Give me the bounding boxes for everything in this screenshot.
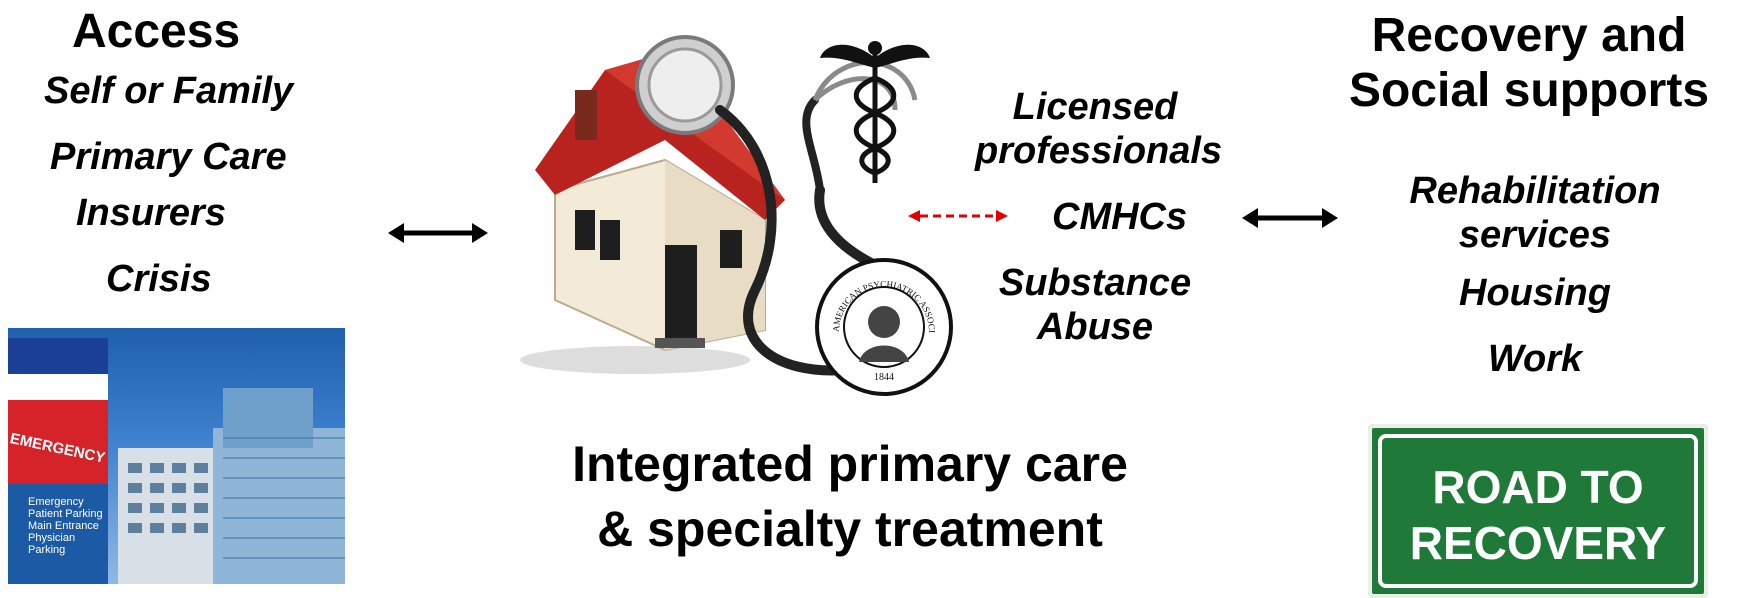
double-arrow-right-icon	[1242, 208, 1338, 228]
hospital-illustration	[8, 338, 345, 584]
recovery-title-line1: Recovery and	[1371, 9, 1687, 62]
apa-seal-graphic: AMERICAN PSYCHIATRIC ASSOCIATION 1844	[816, 254, 937, 383]
access-title: Access	[72, 5, 241, 58]
integrated-care-line1: Integrated primary care	[572, 436, 1128, 492]
house-stethoscope-illustration	[520, 35, 918, 376]
building-glass	[213, 428, 345, 584]
house-roof	[535, 50, 785, 220]
double-arrow-left-icon	[388, 223, 488, 243]
sign-line-5: Parking	[28, 544, 66, 556]
provider-substance-abuse: Substance Abuse	[998, 262, 1192, 348]
road-sign-line2: RECOVERY	[1409, 517, 1667, 569]
recovery-title: Recovery and Social supports	[1310, 8, 1748, 118]
provider-cmhcs: CMHCs	[1052, 196, 1188, 238]
integrated-care-line2: & specialty treatment	[597, 501, 1103, 557]
sign-line-4: Physician	[28, 532, 76, 544]
access-item-insurers: Insurers	[76, 192, 226, 234]
apa-seal: AMERICAN PSYCHIATRIC ASSOCIATION 1844	[815, 254, 953, 396]
house-window	[575, 210, 595, 250]
emergency-panel	[8, 400, 108, 484]
dashed-arrow-icon	[908, 210, 1008, 222]
sign-line-2: Patient Parking	[28, 508, 103, 520]
access-item-crisis: Crisis	[106, 258, 212, 300]
access-item-primary-care: Primary Care	[50, 136, 287, 178]
access-item-self-family: Self or Family	[44, 70, 294, 112]
road-to-recovery-sign: ROAD TO RECOVERY	[1368, 424, 1708, 598]
recovery-title-line2: Social supports	[1348, 64, 1710, 118]
support-housing: Housing	[1459, 272, 1611, 314]
house-door	[665, 245, 697, 340]
hospital-photo: EMERGENCY Emergency Patient Parking Main…	[8, 328, 345, 584]
caduceus-icon	[820, 41, 930, 183]
support-work: Work	[1487, 338, 1583, 380]
road-sign-line1: ROAD TO	[1432, 461, 1644, 513]
sign-line-3: Main Entrance	[28, 520, 99, 532]
directions-sign-text: Emergency Patient Parking Main Entrance …	[28, 496, 103, 556]
sign-line-1: Emergency	[28, 496, 84, 508]
seal-year: 1844	[874, 372, 894, 383]
provider-licensed-professionals: Licensed professionals	[975, 86, 1223, 172]
support-rehabilitation: Rehabilitation services	[1409, 170, 1661, 256]
integrated-care-title: Integrated primary care & specialty trea…	[500, 432, 1200, 562]
directions-panel	[8, 484, 108, 584]
